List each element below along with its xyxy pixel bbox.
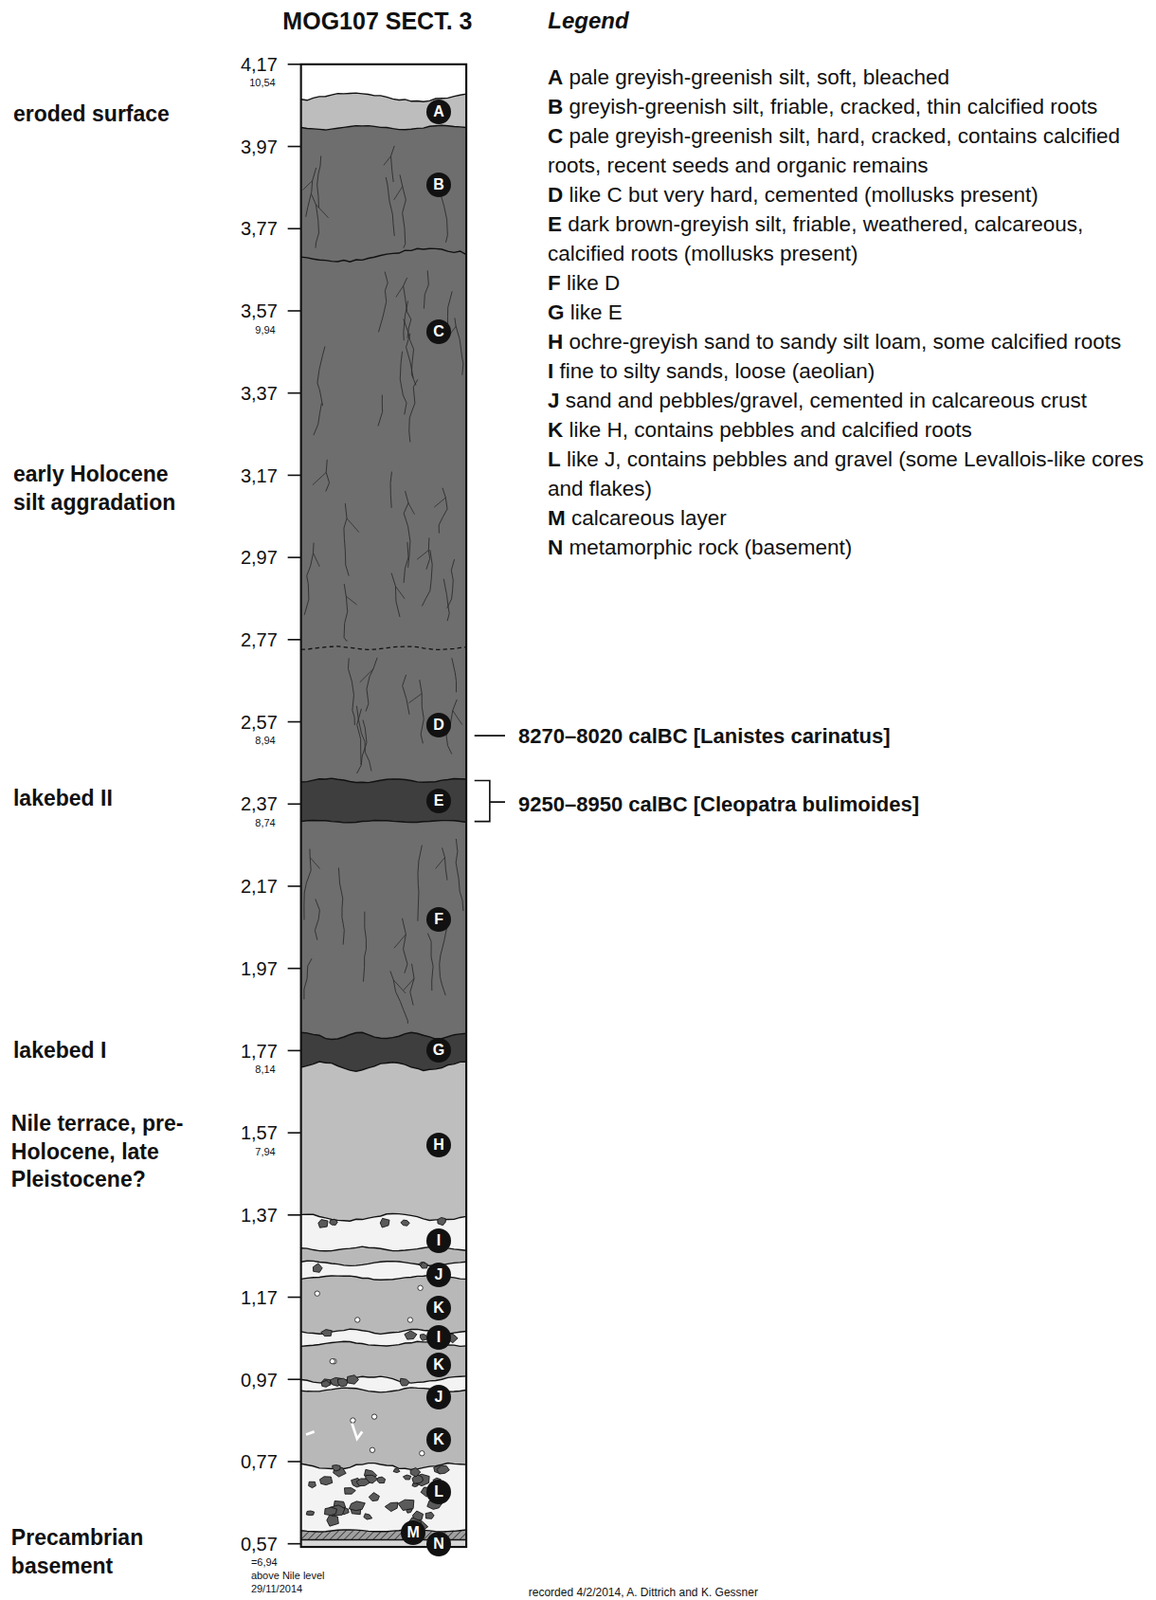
depth-value: 4,17 [240, 53, 278, 76]
legend-entry: K like H, contains pebbles and calcified… [547, 415, 1147, 445]
cracks [302, 145, 463, 1024]
record-note: recorded 4/2/2014, A. Dittrich and K. Ge… [528, 1585, 759, 1599]
section-title: MOG107 SECT. 3 [282, 6, 472, 36]
legend-entry: F like D [547, 268, 1147, 298]
legend-entry: I fine to silty sands, loose (aeolian) [547, 356, 1147, 386]
layer-callout: J [426, 1384, 452, 1409]
layer-letter: I [436, 1232, 441, 1248]
legend: A pale greyish-greenish silt, soft, blea… [547, 62, 1147, 562]
layer-letter: K [433, 1300, 445, 1316]
height-value: 8,94 [254, 735, 275, 748]
unit-name: lakebed II [13, 784, 113, 813]
layer-letter: B [433, 177, 445, 193]
layer-callout: J [426, 1262, 452, 1287]
strata [301, 92, 467, 1547]
legend-entry: D like C but very hard, cemented (mollus… [547, 180, 1147, 210]
unit-name: Nile terrace, pre-Holocene, late Pleisto… [11, 1109, 187, 1195]
legend-entry: C pale greyish-greenish silt, hard, crac… [547, 121, 1147, 181]
column-outline [301, 64, 467, 1547]
pebbles [306, 1217, 458, 1533]
depth-value: 0,97 [240, 1368, 278, 1391]
bracket [474, 780, 506, 822]
layer-letter: C [433, 324, 445, 340]
layer-callout: H [426, 1132, 452, 1157]
legend-heading: Legend [547, 6, 629, 35]
legend-entry: N metamorphic rock (basement) [547, 532, 1147, 562]
depth-value: 1,97 [240, 957, 278, 980]
height-note: 29/11/2014 [251, 1582, 303, 1595]
legend-entry: L like J, contains pebbles and gravel (s… [547, 444, 1147, 504]
legend-entry: G like E [547, 297, 1147, 327]
height-note: above Nile level [251, 1569, 326, 1582]
layer-letter: N [433, 1535, 445, 1552]
layer-letter: K [433, 1431, 445, 1447]
height-value: 9,94 [254, 324, 275, 337]
depth-value: 3,57 [240, 299, 278, 323]
legend-entry: B greyish-greenish silt, friable, cracke… [547, 91, 1147, 122]
unit-name: early Holocene silt aggradation [13, 460, 194, 518]
layer-callout: N [426, 1531, 452, 1556]
layer-letter: K [433, 1356, 445, 1373]
depth-value: 2,77 [240, 628, 278, 651]
depth-value: 3,97 [240, 135, 278, 159]
depth-value: 2,37 [240, 792, 278, 815]
layer-letter: G [433, 1042, 445, 1058]
height-note: =6,94 [251, 1555, 278, 1569]
depth-value: 0,57 [240, 1532, 278, 1555]
layer-callout: C [426, 319, 452, 344]
layer-letter: A [433, 104, 445, 120]
depth-value: 1,17 [240, 1285, 278, 1309]
layer-letter: D [433, 717, 445, 733]
layer-letter: J [434, 1389, 444, 1405]
depth-value: 3,37 [240, 381, 278, 405]
layer-letter: I [436, 1329, 441, 1345]
radiocarbon-date: 9250–8950 calBC [Cleopatra bulimoides] [518, 791, 920, 816]
radiocarbon-date: 8270–8020 calBC [Lanistes carinatus] [518, 723, 891, 749]
layer-letter: L [433, 1483, 444, 1500]
depth-value: 2,97 [240, 545, 278, 569]
depth-ticks [288, 64, 302, 1544]
height-value: 8,74 [254, 816, 275, 830]
depth-value: 0,77 [240, 1449, 278, 1473]
depth-value: 2,57 [240, 710, 278, 734]
legend-entry: J sand and pebbles/gravel, cemented in c… [547, 385, 1147, 416]
layer-callout: F [426, 906, 452, 932]
layer-letter: H [433, 1137, 445, 1153]
unit-name: Precambrian basement [11, 1523, 192, 1581]
unit-name: lakebed I [13, 1036, 107, 1066]
legend-entry: M calcareous layer [547, 503, 1147, 533]
layer-callout: K [426, 1352, 452, 1377]
height-value: 7,94 [254, 1145, 275, 1158]
legend-entry: A pale greyish-greenish silt, soft, blea… [547, 62, 1147, 92]
depth-value: 1,37 [240, 1203, 278, 1227]
depth-value: 1,77 [240, 1039, 278, 1063]
layer-callout: D [426, 712, 452, 738]
unit-name: eroded surface [13, 100, 170, 129]
depth-value: 1,57 [240, 1120, 278, 1144]
height-value: 10,54 [249, 77, 276, 91]
layer-callout: I [426, 1324, 452, 1350]
layer-letter: J [434, 1266, 444, 1283]
legend-entry: E dark brown-greyish silt, friable, weat… [547, 209, 1147, 269]
depth-value: 2,17 [240, 874, 278, 898]
legend-entry: H ochre-greyish sand to sandy silt loam,… [547, 326, 1147, 357]
layer-letter: M [406, 1524, 419, 1540]
depth-value: 3,77 [240, 216, 278, 240]
layer-callout: B [426, 172, 452, 198]
depth-value: 3,17 [240, 464, 278, 488]
height-value: 8,14 [254, 1064, 275, 1077]
leader-line [474, 734, 506, 737]
layer-letter: E [433, 793, 445, 809]
layer-callout: G [426, 1037, 452, 1063]
layer-letter: F [433, 911, 444, 927]
